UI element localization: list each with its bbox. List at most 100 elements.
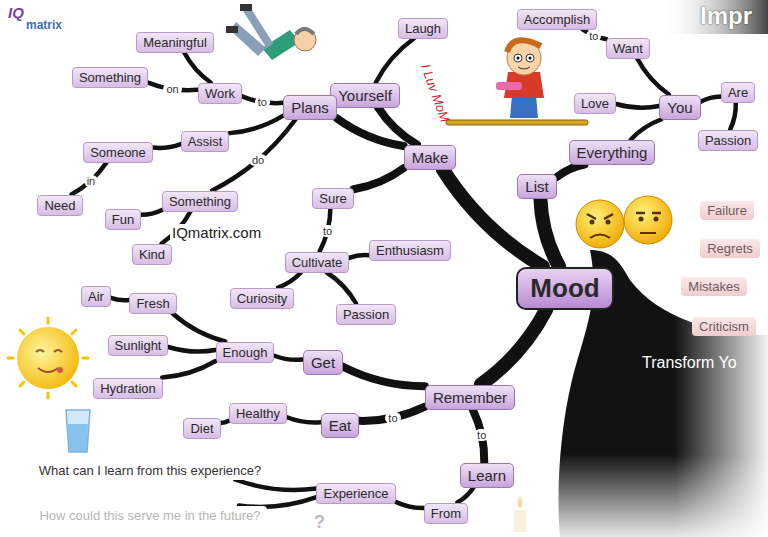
branch-word: Regrets [700, 239, 760, 258]
node-text: Sunlight [115, 338, 162, 353]
branch-word: Laugh [398, 18, 448, 39]
node-text: Learn [468, 467, 506, 484]
branch-word: Yourself [330, 83, 400, 108]
angry-face-icon [576, 200, 624, 248]
branch-word: Want [606, 38, 650, 59]
node-text: List [525, 178, 548, 195]
node-text: Diet [190, 421, 213, 436]
node-text: Fresh [136, 296, 169, 311]
branch-word: Something [162, 191, 238, 212]
node-text: Regrets [707, 241, 753, 256]
question-note: What can I learn from this experience? [33, 461, 268, 480]
node-text: Eat [329, 417, 352, 434]
node-text: Mood [530, 273, 599, 304]
node-text: Passion [343, 307, 389, 322]
branch-line [396, 502, 424, 508]
node-text: Something [79, 70, 141, 85]
node-text: Accomplish [524, 12, 590, 27]
branch-word: Meaningful [136, 32, 214, 53]
node-text: Air [88, 289, 104, 304]
node-text: Get [311, 354, 335, 371]
cartoon-boy [446, 40, 588, 125]
node-text: Remember [433, 389, 507, 406]
node-text: You [667, 99, 692, 116]
branch-word: Cultivate [285, 252, 350, 273]
node-text: Someone [90, 145, 146, 160]
branch-word: Failure [700, 201, 754, 220]
branch-line [616, 104, 659, 108]
node-text: Need [44, 198, 75, 213]
node-text: From [431, 506, 461, 521]
fade [540, 330, 768, 537]
branch-line [557, 165, 585, 178]
connector-word: to [255, 96, 270, 108]
label-text: IQmatrix.com [170, 224, 263, 241]
label-text: ? [314, 512, 325, 533]
label-text: Transform Yo [642, 354, 737, 372]
branch-line [481, 310, 546, 385]
branch-word: Criticism [692, 317, 756, 336]
branch-word: Someone [83, 142, 153, 163]
branch-word: Accomplish [517, 9, 597, 30]
node-text: Enthusiasm [376, 243, 444, 258]
node-text: Plans [291, 99, 329, 116]
branch-word: Sure [312, 188, 353, 209]
node-text: Everything [577, 144, 648, 161]
label-text: Impr [700, 2, 752, 30]
branch-word: Sunlight [108, 335, 169, 356]
branch-word: Curiosity [230, 288, 295, 309]
water-glass-icon [66, 410, 90, 452]
branch-word: Fresh [129, 293, 176, 314]
branch-word: You [659, 95, 700, 120]
node-text: Experience [323, 486, 388, 501]
branch-line [637, 59, 669, 95]
branch-word: Plans [283, 95, 337, 120]
node-text: Sure [319, 191, 346, 206]
branch-word: Remember [425, 385, 515, 410]
central-topic: Mood [516, 267, 613, 310]
branch-word: Assist [181, 131, 230, 152]
branch-word: Eat [321, 413, 360, 438]
branch-word: Air [81, 286, 111, 307]
branch-line [540, 199, 559, 267]
branch-word: From [424, 503, 468, 524]
branch-line [354, 168, 404, 189]
connector-word: on [163, 83, 181, 95]
node-text: Criticism [699, 319, 749, 334]
candle-icon [514, 496, 526, 532]
branch-line [337, 118, 404, 146]
node-text: Healthy [236, 406, 280, 421]
branch-line [221, 421, 229, 423]
branch-word: Passion [336, 304, 396, 325]
node-text: How could this serve me in the future? [39, 508, 260, 523]
node-text: Assist [188, 134, 223, 149]
laughing-man [226, 4, 316, 60]
connector-word: to [320, 225, 335, 237]
node-text: Something [169, 194, 231, 209]
node-text: Cultivate [292, 255, 343, 270]
branch-line [71, 163, 106, 195]
annoyed-face-icon [624, 196, 672, 244]
branch-word: Diet [183, 418, 220, 439]
branch-line [349, 255, 369, 258]
connector-word: in [84, 175, 99, 187]
node-text: Enough [223, 345, 268, 360]
label-text: matrix [26, 18, 62, 32]
node-text: Kind [139, 247, 165, 262]
branch-word: Experience [316, 483, 395, 504]
branch-line [376, 39, 414, 83]
branch-line [229, 116, 283, 133]
branch-word: Are [721, 82, 755, 103]
branch-word: Passion [698, 130, 758, 151]
node-text: Curiosity [237, 291, 288, 306]
branch-word: Enthusiasm [369, 240, 451, 261]
branch-line [278, 273, 301, 288]
branch-word: Hydration [93, 378, 163, 399]
branch-word: Work [198, 83, 242, 104]
node-text: Work [205, 86, 235, 101]
branch-line [274, 356, 303, 360]
branch-line [457, 488, 473, 503]
branch-line [327, 273, 356, 304]
branch-line [701, 96, 721, 101]
branch-word: Need [37, 195, 82, 216]
